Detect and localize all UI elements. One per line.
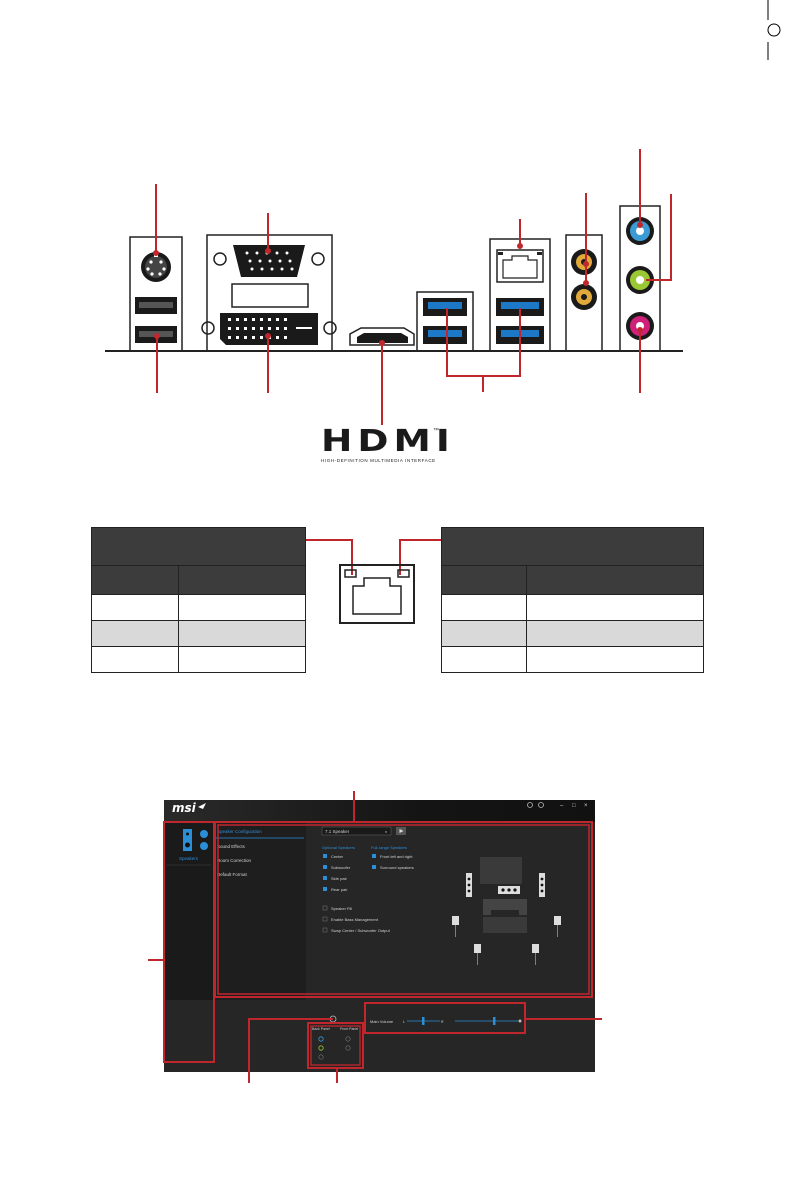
- back-jack-line-in-icon: [318, 1036, 324, 1042]
- antenna-bracket: [565, 234, 603, 352]
- back-jack-line-out-icon: [318, 1045, 324, 1051]
- checkbox-center[interactable]: Center: [331, 854, 344, 859]
- checkbox-bass-management[interactable]: Enable Bass Management: [331, 917, 379, 922]
- app-titlebar: [164, 800, 595, 822]
- gear-icon: [538, 802, 544, 808]
- chevron-down-icon: v: [385, 829, 387, 834]
- dragon-logo-icon: [198, 803, 206, 809]
- hdmi-logo: HDMI ™ HIGH-DEFINITION MULTIMEDIA INTERF…: [321, 427, 450, 464]
- main-volume-thumb[interactable]: [493, 1017, 496, 1025]
- checkbox-swap-center-sub[interactable]: Swap Center / Subwoofer Output: [331, 928, 391, 933]
- hdmi-trademark: ™: [433, 428, 439, 434]
- checkbox-side-pair[interactable]: Side pair: [331, 876, 347, 881]
- close-button[interactable]: ×: [584, 803, 588, 809]
- back-panel-heading: Back Panel: [312, 1027, 330, 1031]
- page-corner-mark: [767, 0, 781, 60]
- optional-speaker-checkboxes: [323, 854, 327, 891]
- volume-right-label: R: [441, 1020, 444, 1024]
- hdmi-wordmark: HDMI: [321, 424, 455, 459]
- tab-default-format[interactable]: Default Format: [217, 872, 248, 877]
- usb3-port-3: [501, 302, 539, 309]
- device-label[interactable]: Speakers: [179, 856, 199, 861]
- tab-speaker-configuration[interactable]: Speaker Configuration: [217, 829, 262, 834]
- speaker-select[interactable]: [321, 826, 392, 836]
- front-jack-headphone-icon: [345, 1036, 351, 1042]
- app-brand: msi: [172, 801, 197, 815]
- front-jack-mic-icon: [345, 1045, 351, 1051]
- speaker-select-value: 7.1 Speaker: [325, 829, 350, 834]
- usb3-port-2: [428, 330, 462, 337]
- full-range-heading: Full-range Speakers: [371, 845, 407, 850]
- hdmi-tagline: HIGH-DEFINITION MULTIMEDIA INTERFACE: [321, 458, 436, 463]
- vga-dvi-bracket: [201, 234, 337, 352]
- lan-led-diagram: [306, 539, 441, 624]
- checkbox-subwoofer[interactable]: Subwoofer: [331, 865, 351, 870]
- play-icon: [399, 829, 404, 833]
- speaker-layout-graphic: [452, 857, 561, 965]
- device-info-icon: [200, 842, 208, 850]
- info-icon: [527, 802, 533, 808]
- checkbox-speaker-fill[interactable]: Speaker Fill: [331, 906, 352, 911]
- maximize-button[interactable]: □: [572, 803, 576, 809]
- minimize-button[interactable]: –: [560, 803, 564, 809]
- lan-led-table-right: [441, 527, 704, 673]
- app-titlebar-icons: [527, 802, 544, 808]
- lan-port: [496, 249, 544, 283]
- main-volume-label: Main Volume: [370, 1019, 394, 1024]
- optional-speakers-heading: Optional Speakers: [322, 845, 355, 850]
- callout-lines: [153, 149, 672, 425]
- lan-led-table-left: [91, 527, 306, 673]
- tab-sound-effects[interactable]: Sound Effects: [217, 844, 246, 849]
- volume-left-thumb[interactable]: [422, 1017, 425, 1025]
- checkbox-front-left-right[interactable]: Front left and right: [380, 854, 413, 859]
- usb3-group-1: [416, 291, 474, 352]
- mute-icon[interactable]: [518, 1019, 522, 1023]
- speaker-device-icon[interactable]: [183, 829, 192, 851]
- back-jack-mic-icon: [318, 1054, 324, 1060]
- checkbox-surround-speakers[interactable]: Surround speakers: [380, 865, 414, 870]
- tab-room-correction[interactable]: Room Correction: [217, 858, 252, 863]
- usb3-port-1: [428, 302, 462, 309]
- default-check-icon: [200, 830, 208, 838]
- app-callout-lines: [148, 791, 602, 1083]
- front-panel-heading: Front Panel: [340, 1027, 358, 1031]
- highlight-boxes: [163, 821, 593, 1069]
- audio-bracket: [619, 205, 661, 352]
- volume-left-label: L: [403, 1020, 405, 1024]
- hdmi-port: [349, 327, 415, 346]
- checkbox-rear-pair[interactable]: Rear pair: [331, 887, 348, 892]
